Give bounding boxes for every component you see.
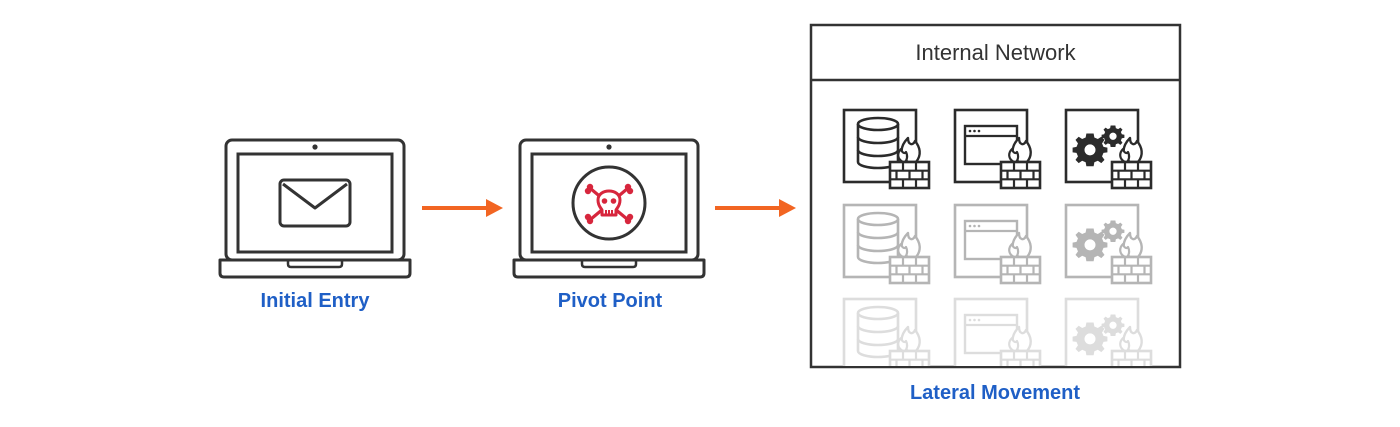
database-server-icon [844,205,929,283]
web-server-icon [955,299,1040,377]
arrow-entry-to-pivot [422,199,503,217]
laptop-pivot-point [512,138,706,279]
arrow-pivot-to-network [715,199,796,217]
initial-entry-label: Initial Entry [260,290,370,312]
internal-network-panel [809,23,1182,377]
web-server-icon [955,205,1040,283]
internal-network-title: Internal Network [915,40,1076,65]
skull-crossbones-icon [571,165,647,241]
gears-server-icon [1066,205,1151,283]
server-row-3 [844,299,1151,377]
gears-server-icon [1066,299,1151,377]
laptop-initial-entry [218,138,412,279]
pivot-point-label: Pivot Point [557,290,663,312]
database-server-icon [844,299,929,377]
server-row-1 [844,110,1151,188]
lateral-movement-label: Lateral Movement [909,382,1081,404]
web-server-icon [955,110,1040,188]
database-server-icon [844,110,929,188]
gears-server-icon [1066,110,1151,188]
envelope-icon [278,178,352,228]
server-row-2 [844,205,1151,283]
